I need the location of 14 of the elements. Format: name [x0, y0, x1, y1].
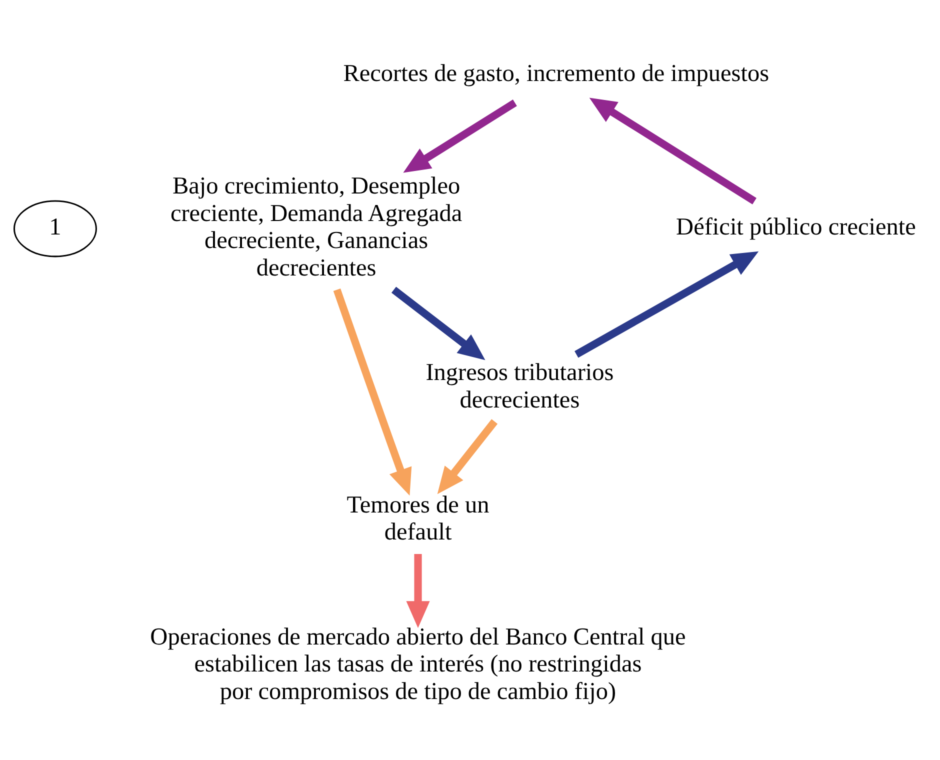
arrow — [437, 418, 498, 494]
arrow — [403, 99, 517, 172]
arrow — [333, 288, 412, 496]
arrow — [406, 554, 430, 628]
node-text: Recortes de gasto, incremento de impuestos — [343, 60, 770, 87]
node-text: Operaciones de mercado abierto del Banco Central que estabilicen las tasas de interés (no restringidas por compromisos de tipo de cambio fijo) — [150, 622, 686, 704]
node-text: Temores de un default — [346, 490, 490, 546]
node-text: Ingresos tributarios decrecientes — [426, 358, 614, 414]
node-ellipse: 1 — [13, 200, 97, 257]
arrow — [391, 286, 486, 360]
node-text: Bajo crecimiento, Desempleo creciente, Demanda Agregada decreciente, Ganancias decrecientes — [170, 172, 462, 281]
arrow — [589, 97, 756, 204]
node-text: Déficit público creciente — [676, 212, 916, 240]
arrow — [574, 250, 759, 358]
